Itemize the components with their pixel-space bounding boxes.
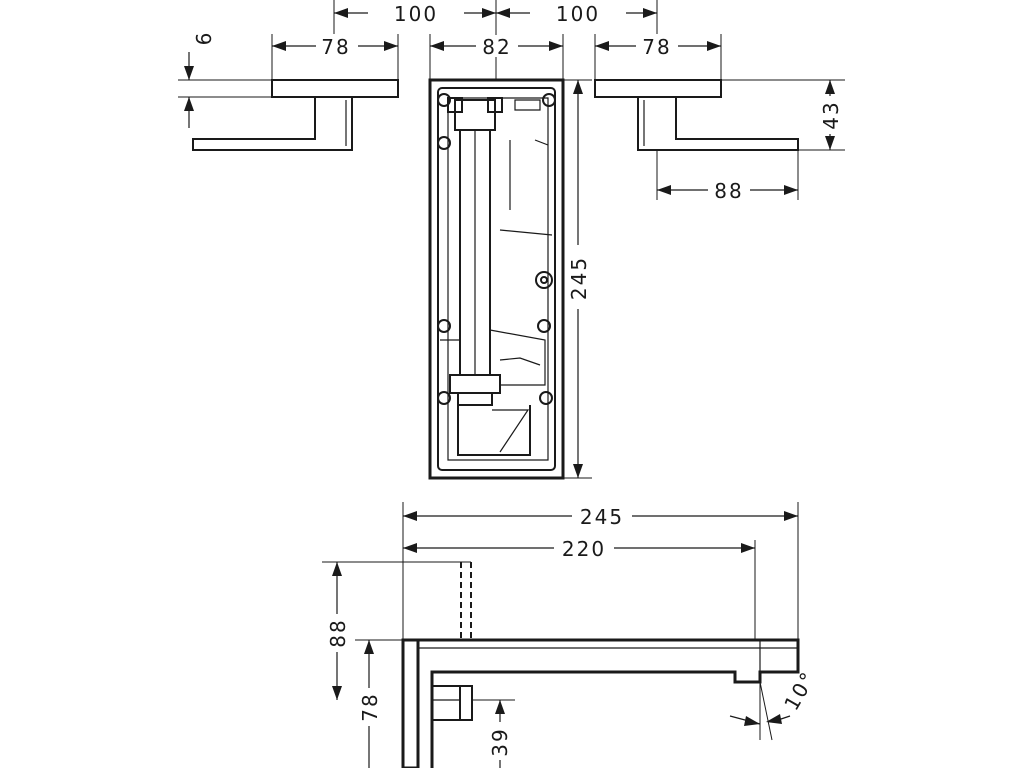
dim-outlet-angle-label: 10° xyxy=(779,667,821,715)
dim-side-connector-height: 39 xyxy=(472,699,515,768)
dim-right-handle-height-label: 43 xyxy=(819,100,843,129)
dim-spacing-group: 100 100 xyxy=(333,0,658,80)
dim-side-total-height: 88 xyxy=(322,561,461,700)
dim-side-total-height-label: 88 xyxy=(326,618,350,647)
dim-body-width-label: 82 xyxy=(482,35,511,59)
right-handle xyxy=(594,79,799,151)
dim-right-handle-height: 43 xyxy=(721,79,845,151)
dim-side-connector-height-label: 39 xyxy=(488,727,512,756)
dim-right-handle-width: 78 xyxy=(594,34,722,80)
dim-right-lever-length: 88 xyxy=(656,150,799,203)
dim-spout-total-label: 245 xyxy=(580,505,624,529)
dim-left-handle-width: 78 xyxy=(271,34,399,80)
dim-side-plate-height-label: 78 xyxy=(358,692,382,721)
dim-right-lever-length-label: 88 xyxy=(714,179,743,203)
dim-left-spacing: 100 xyxy=(394,2,438,26)
dim-body-height: 245 xyxy=(563,79,592,479)
left-handle xyxy=(192,79,399,151)
dim-side-plate-height: 78 xyxy=(355,639,403,768)
dim-spout-total: 245 xyxy=(402,502,799,640)
dim-body-width: 82 xyxy=(429,34,564,80)
dim-left-handle-thickness-label: 9 xyxy=(191,33,215,48)
dim-outlet-angle: 10° xyxy=(729,667,821,741)
dim-spout-outlet-label: 220 xyxy=(562,537,606,561)
dim-left-handle-width-label: 78 xyxy=(321,35,350,59)
dim-left-handle-thickness: 9 xyxy=(178,33,272,128)
valve-body xyxy=(428,78,565,480)
dim-right-spacing: 100 xyxy=(556,2,600,26)
dim-right-handle-width-label: 78 xyxy=(642,35,671,59)
spout-side-view xyxy=(401,561,800,768)
dim-body-height-label: 245 xyxy=(567,256,591,300)
dim-spout-outlet: 220 xyxy=(403,537,756,640)
